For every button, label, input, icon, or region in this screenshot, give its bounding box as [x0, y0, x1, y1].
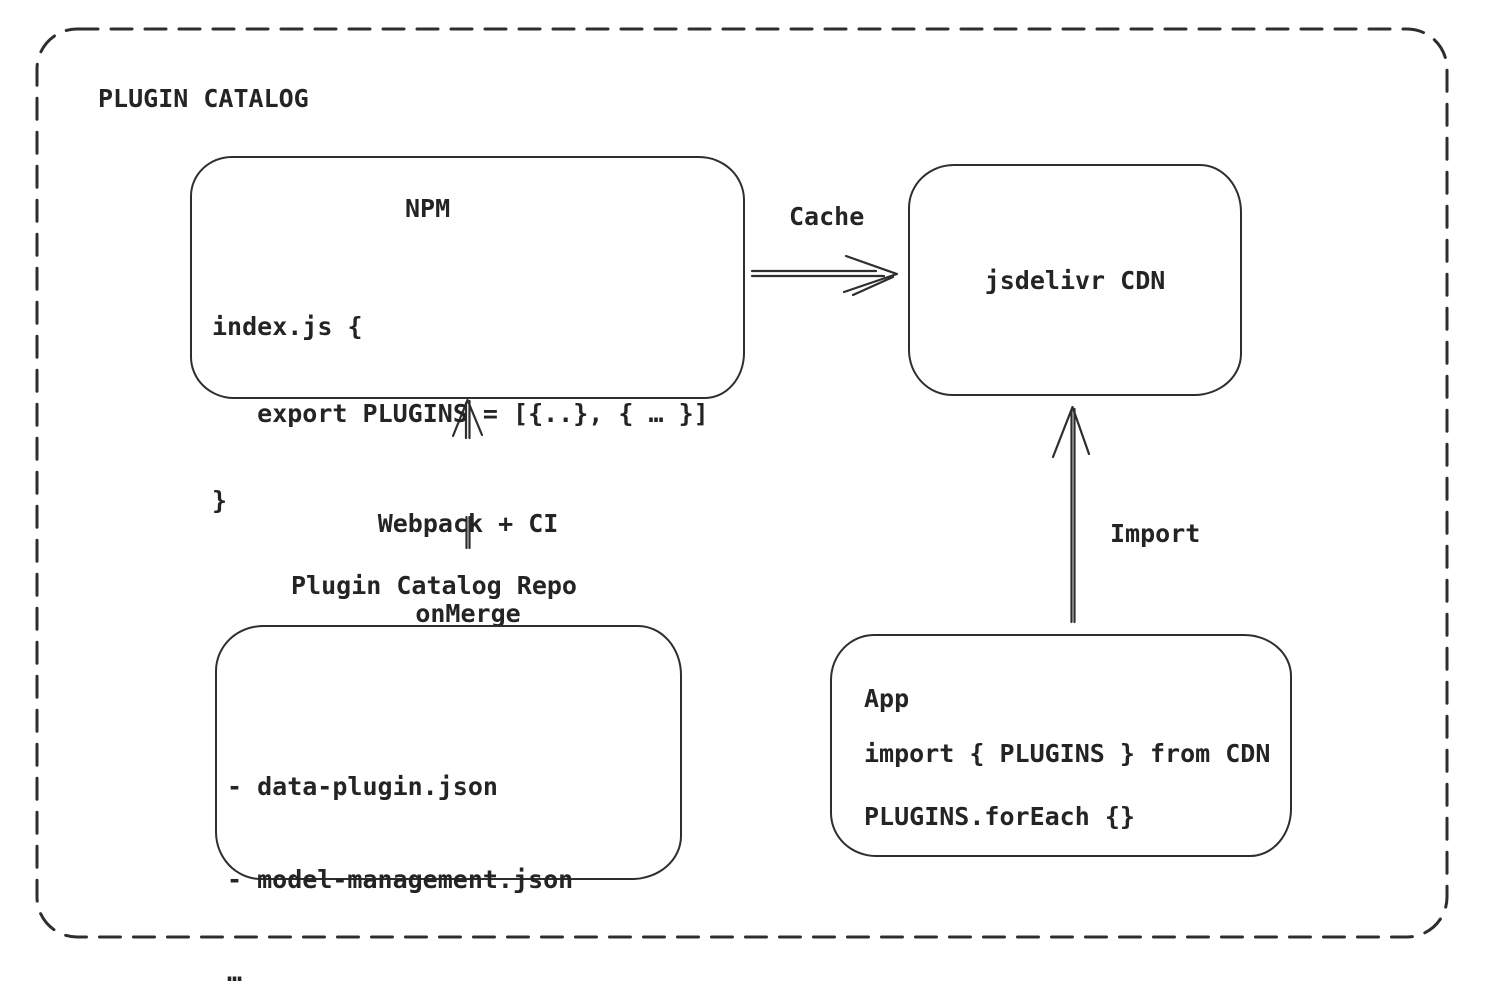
repo-file-list: - data-plugin.json - model-management.js… [227, 709, 573, 1002]
build-edge-label-line1: Webpack + CI [377, 509, 559, 538]
app-code-import-line: import { PLUGINS } from CDN [864, 739, 1271, 768]
app-code-foreach-line: PLUGINS.forEach {} [864, 802, 1135, 831]
node-plugin-catalog-repo: - data-plugin.json - model-management.js… [215, 625, 682, 987]
build-arrow [451, 398, 484, 550]
repo-file-item: - data-plugin.json [227, 772, 498, 801]
repo-file-item: - model-management.json [227, 865, 574, 894]
build-edge-label: Webpack + CI onMerge [378, 449, 559, 689]
node-jsdelivr-cdn: jsdelivr CDN [908, 164, 1242, 396]
dashed-boundary [35, 27, 1449, 939]
diagram-title: PLUGIN CATALOG [98, 84, 309, 113]
import-edge-label: Import [1110, 519, 1201, 548]
npm-code-block: index.js { export PLUGINS = [{..}, { … }… [212, 254, 709, 573]
import-arrow [1051, 405, 1091, 624]
cdn-node-label: jsdelivr CDN [984, 265, 1166, 295]
build-edge-label-line2: onMerge [415, 599, 521, 628]
repo-node-caption: Plugin Catalog Repo [291, 571, 577, 600]
npm-node-title: NPM [405, 194, 451, 223]
npm-code-line: } [212, 486, 228, 515]
app-node-title: App [864, 684, 910, 713]
cache-arrow [750, 254, 899, 297]
npm-code-line: index.js { [212, 312, 363, 341]
node-app: App import { PLUGINS } from CDN PLUGINS.… [830, 634, 1292, 857]
cache-edge-label: Cache [789, 202, 865, 231]
node-npm: NPM index.js { export PLUGINS = [{..}, {… [190, 156, 745, 515]
repo-file-item: … [227, 958, 243, 987]
npm-code-line: export PLUGINS = [{..}, { … }] [212, 399, 709, 428]
